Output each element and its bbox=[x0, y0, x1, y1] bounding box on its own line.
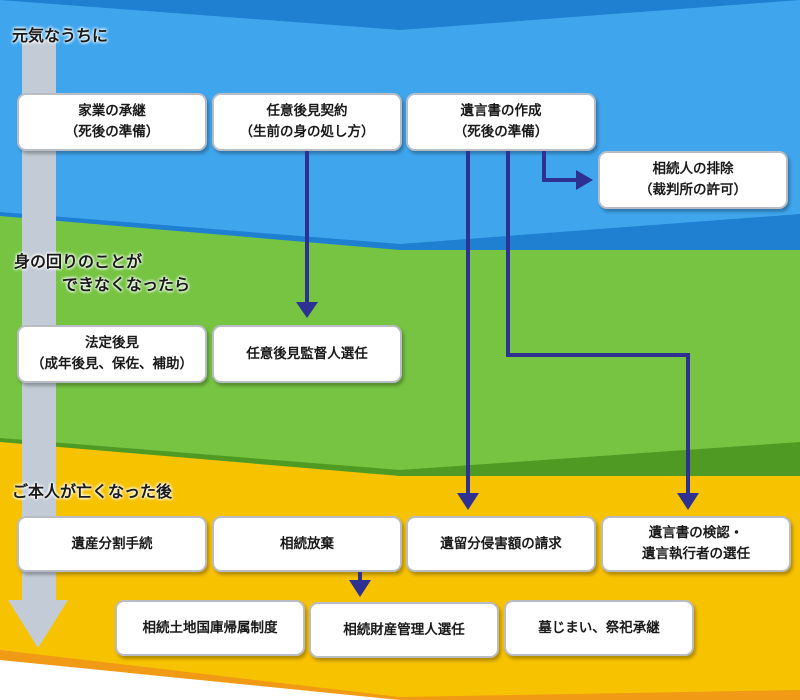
box-inheritance-division[interactable]: 遺産分割手続 bbox=[17, 516, 207, 572]
stage-label-care: 身の回りのことが できなくなったら bbox=[14, 252, 191, 295]
box-forced-share-claim[interactable]: 遺留分侵害額の請求 bbox=[406, 516, 596, 572]
box-adult-guardianship[interactable]: 法定後見 （成年後見、保佐、補助） bbox=[17, 325, 207, 383]
box-grave-closure-label: 墓じまい、祭祀承継 bbox=[538, 619, 660, 636]
box-estate-administrator[interactable]: 相続財産管理人選任 bbox=[309, 602, 499, 658]
box-heir-exclusion[interactable]: 相続人の排除 （裁判所の許可） bbox=[598, 151, 788, 209]
box-will-creation[interactable]: 遺言書の作成 （死後の準備） bbox=[406, 93, 596, 151]
box-inheritance-division-label: 遺産分割手続 bbox=[71, 535, 153, 552]
box-forced-share-claim-label: 遺留分侵害額の請求 bbox=[440, 535, 562, 552]
box-will-probate[interactable]: 遺言書の検認・ 遺言執行者の選任 bbox=[601, 516, 791, 572]
box-inheritance-renunciation-label: 相続放棄 bbox=[280, 535, 334, 552]
box-voluntary-guardianship[interactable]: 任意後見契約 （生前の身の処し方） bbox=[212, 93, 402, 151]
box-adult-guardianship-label: 法定後見 （成年後見、保佐、補助） bbox=[31, 335, 193, 372]
timeline-head bbox=[8, 600, 68, 648]
box-guardian-supervisor[interactable]: 任意後見監督人選任 bbox=[212, 325, 402, 383]
box-heir-exclusion-label: 相続人の排除 （裁判所の許可） bbox=[639, 161, 747, 198]
stage-label-healthy: 元気なうちに bbox=[12, 26, 109, 45]
box-voluntary-guardianship-label: 任意後見契約 （生前の身の処し方） bbox=[239, 103, 375, 140]
box-land-to-state-label: 相続土地国庫帰属制度 bbox=[142, 619, 278, 636]
stage-label-death: ご本人が亡くなった後 bbox=[12, 482, 173, 501]
box-family-business[interactable]: 家業の承継 （死後の準備） bbox=[17, 93, 207, 151]
box-land-to-state[interactable]: 相続土地国庫帰属制度 bbox=[115, 600, 305, 656]
box-inheritance-renunciation[interactable]: 相続放棄 bbox=[212, 516, 402, 572]
box-family-business-label: 家業の承継 （死後の準備） bbox=[64, 103, 160, 140]
box-will-probate-label: 遺言書の検認・ 遺言執行者の選任 bbox=[642, 525, 750, 562]
box-guardian-supervisor-label: 任意後見監督人選任 bbox=[246, 345, 368, 362]
box-will-creation-label: 遺言書の作成 （死後の準備） bbox=[453, 103, 549, 140]
box-grave-closure[interactable]: 墓じまい、祭祀承継 bbox=[504, 600, 694, 656]
box-estate-administrator-label: 相続財産管理人選任 bbox=[343, 621, 465, 638]
